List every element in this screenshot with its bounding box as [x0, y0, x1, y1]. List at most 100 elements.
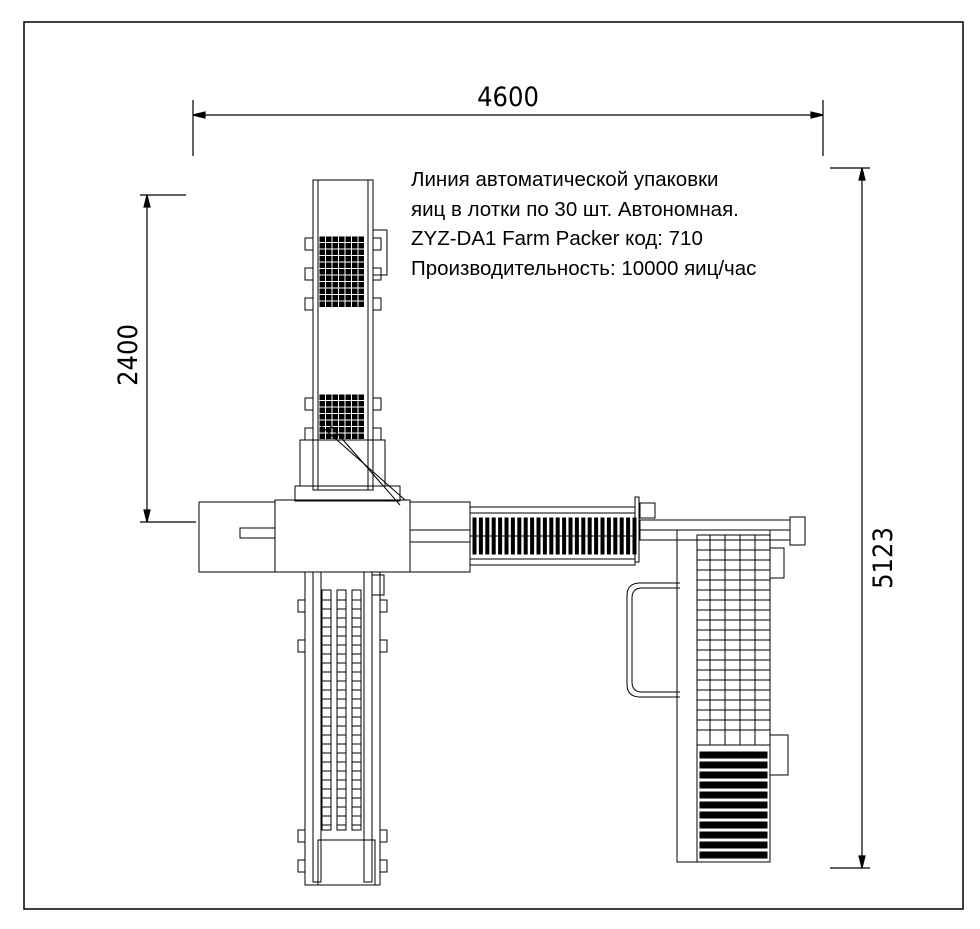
conveyor-end [634, 496, 640, 563]
egg-tray-cell [352, 394, 358, 400]
egg-tray-cell [332, 427, 338, 433]
egg-tray-cell [358, 407, 364, 413]
egg-tray-cell [352, 401, 358, 407]
egg-tray-cell [352, 262, 358, 268]
egg-tray-cell [319, 433, 325, 439]
egg-tray-cell [339, 401, 345, 407]
egg-tray-cell [345, 433, 351, 439]
egg-tray-cell [358, 394, 364, 400]
egg-tray-cell [326, 249, 332, 255]
tray-slat [699, 791, 768, 799]
egg-tray-cell [332, 288, 338, 294]
dimension-length-label: 5123 [868, 527, 899, 589]
machine-description: Линия автоматической упаковки яиц в лотк… [411, 165, 756, 283]
tray-slat [699, 801, 768, 809]
central-module [274, 499, 411, 573]
egg-tray-cell [319, 243, 325, 249]
egg-tray-cell [339, 414, 345, 420]
left-guide [239, 527, 276, 539]
upper-conveyor [312, 179, 374, 491]
drawing-frame [23, 21, 964, 910]
description-line: яиц в лотки по 30 шт. Автономная. [411, 197, 739, 221]
description-line: Производительность: 10000 яиц/час [411, 256, 757, 280]
drawing-line [329, 424, 401, 506]
egg-tray-cell [345, 282, 351, 288]
egg-tray-cell [352, 301, 358, 307]
egg-tray-cell [345, 262, 351, 268]
egg-tray-cell [326, 262, 332, 268]
egg-tray-cell [345, 427, 351, 433]
dimension-upper-conveyor [140, 194, 196, 523]
safety-rail [626, 582, 680, 698]
tray-slat [699, 761, 768, 769]
tray-slat [699, 821, 768, 829]
side-bracket [372, 297, 382, 311]
egg-tray-cell [339, 394, 345, 400]
egg-tray-cell [332, 243, 338, 249]
egg-tray-cell [326, 288, 332, 294]
dimension-upper-conveyor-label: 2400 [113, 324, 144, 386]
egg-tray-cell [319, 401, 325, 407]
egg-tray-cell [339, 282, 345, 288]
egg-tray-cell [319, 301, 325, 307]
egg-tray-cell [352, 243, 358, 249]
egg-tray-cell [332, 295, 338, 301]
egg-tray-cell [339, 295, 345, 301]
egg-tray-cell [345, 295, 351, 301]
egg-tray-cell [319, 275, 325, 281]
egg-tray-cell [345, 288, 351, 294]
side-bracket [372, 267, 382, 281]
egg-tray-cell [332, 407, 338, 413]
egg-tray-cell [358, 249, 364, 255]
egg-tray-cell [345, 301, 351, 307]
egg-tray-cell [319, 420, 325, 426]
egg-tray-cell [352, 249, 358, 255]
drive-motor [789, 516, 806, 546]
tray-slat [699, 771, 768, 779]
right-module [409, 501, 471, 573]
egg-tray-cell [326, 295, 332, 301]
egg-tray-cell [352, 275, 358, 281]
tray-lane [351, 589, 362, 831]
tray-slat [699, 751, 768, 759]
egg-tray-cell [358, 414, 364, 420]
side-bracket [379, 639, 388, 653]
side-bracket [297, 599, 306, 613]
egg-tray-cell [345, 401, 351, 407]
egg-tray-cell [332, 401, 338, 407]
egg-tray-cell [352, 288, 358, 294]
description-line: Линия автоматической упаковки [411, 168, 719, 191]
description-line: ZYZ-DA1 Farm Packer код: 710 [411, 227, 703, 250]
egg-tray-cell [319, 249, 325, 255]
egg-tray-cell [352, 407, 358, 413]
egg-tray-cell [332, 394, 338, 400]
egg-tray-cell [326, 256, 332, 262]
egg-tray-cell [339, 427, 345, 433]
egg-tray-cell [339, 243, 345, 249]
egg-tray-cell [352, 427, 358, 433]
egg-tray-cell [352, 420, 358, 426]
tray-outfeed [696, 744, 771, 863]
drive-motor [639, 502, 656, 519]
side-bracket [379, 859, 388, 873]
side-bracket [297, 829, 306, 843]
egg-tray-cell [319, 282, 325, 288]
egg-tray-cell [358, 427, 364, 433]
top-cover [294, 485, 401, 502]
side-bracket [304, 397, 314, 411]
outfeed-end [317, 839, 376, 886]
egg-tray-cell [332, 301, 338, 307]
egg-tray-cell [326, 420, 332, 426]
egg-tray-cell [332, 249, 338, 255]
egg-tray-cell [345, 407, 351, 413]
egg-tray-cell [352, 282, 358, 288]
egg-tray-cell [358, 275, 364, 281]
tray-lane [321, 589, 332, 831]
egg-tray-cell [326, 394, 332, 400]
side-bracket [297, 859, 306, 873]
egg-tray-cell [358, 288, 364, 294]
egg-tray-cell [326, 407, 332, 413]
egg-tray-cell [326, 243, 332, 249]
egg-tray-cell [352, 295, 358, 301]
egg-tray-cell [339, 288, 345, 294]
